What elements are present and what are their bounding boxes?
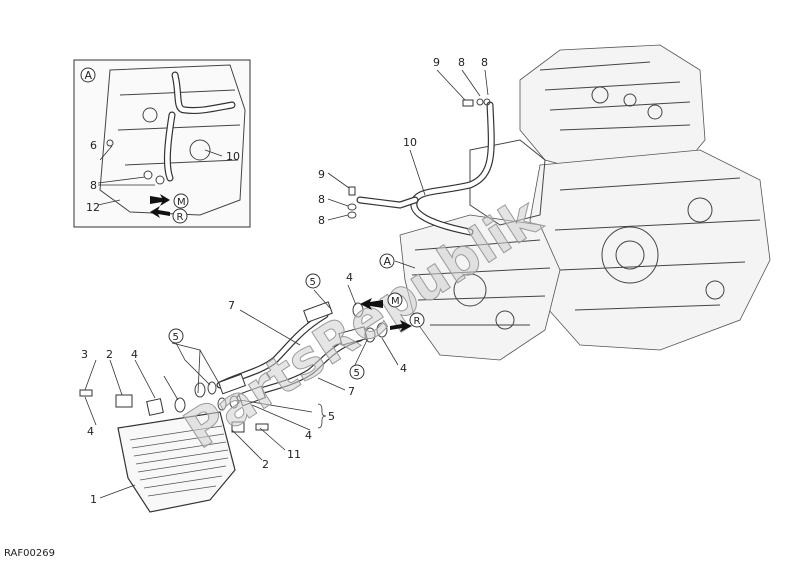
callout-5-circle-a [305, 273, 321, 289]
inset-arrow-left-icon [150, 206, 170, 218]
main-arrow-right-icon [390, 320, 412, 332]
inset-label-10: 10 [226, 150, 240, 163]
label-7-a: 7 [228, 299, 235, 312]
label-4-b: 4 [400, 362, 407, 375]
label-3: 3 [81, 348, 88, 361]
label-2-b: 2 [262, 458, 269, 471]
label-9-top: 9 [433, 56, 440, 69]
oil-lines [194, 98, 495, 411]
main-r-circle [409, 312, 425, 328]
leader-lines [84, 69, 489, 499]
main-view-circle [379, 253, 395, 269]
inset-r-circle [172, 208, 188, 224]
main-arrow-m-label: M [391, 296, 400, 307]
main-m-circle [387, 292, 403, 308]
label-1: 1 [90, 493, 97, 506]
label-5-circled-b: 5 [354, 368, 360, 379]
label-9-mid: 9 [318, 168, 325, 181]
label-7-b: 7 [348, 385, 355, 398]
label-11: 11 [287, 448, 301, 461]
callout-5-circle-b [349, 364, 365, 380]
label-8-top-a: 8 [458, 56, 465, 69]
main-arrow-r-label: R [414, 316, 421, 327]
inset-view-circle [80, 67, 96, 83]
inset-arrow-r-label: R [177, 212, 184, 223]
detail-inset-box: A 6 8 10 12 M R [73, 59, 251, 228]
drawing-code: RAF00269 [4, 548, 55, 559]
main-view-letter: A [384, 255, 392, 268]
inset-label-6: 6 [90, 139, 97, 152]
callout-labels: 9 8 8 10 9 8 8 5 4 5 4 7 7 5 3 2 4 4 5 4… [81, 56, 488, 506]
label-8-top-b: 8 [481, 56, 488, 69]
engine-illustration [399, 44, 771, 361]
label-8-mid-a: 8 [318, 193, 325, 206]
label-2-a: 2 [106, 348, 113, 361]
label-4-c: 4 [131, 348, 138, 361]
inset-label-12: 12 [86, 201, 100, 214]
inset-view-letter: A [85, 69, 93, 82]
label-4-a: 4 [346, 271, 353, 284]
oil-cooler-radiator [79, 389, 269, 513]
label-4-d: 4 [87, 425, 94, 438]
label-4-e: 4 [305, 429, 312, 442]
inset-arrow-m-label: M [177, 197, 186, 208]
main-arrow-left-icon [360, 298, 383, 310]
label-5: 5 [328, 410, 335, 423]
label-10: 10 [403, 136, 417, 149]
label-8-mid-b: 8 [318, 214, 325, 227]
inset-m-circle [173, 193, 189, 209]
label-5-circled-a: 5 [310, 277, 316, 288]
inset-label-8: 8 [90, 179, 97, 192]
callout-5-circle-c [168, 328, 184, 344]
label-5-circled-c: 5 [173, 332, 179, 343]
inset-arrow-right-icon [150, 194, 170, 206]
